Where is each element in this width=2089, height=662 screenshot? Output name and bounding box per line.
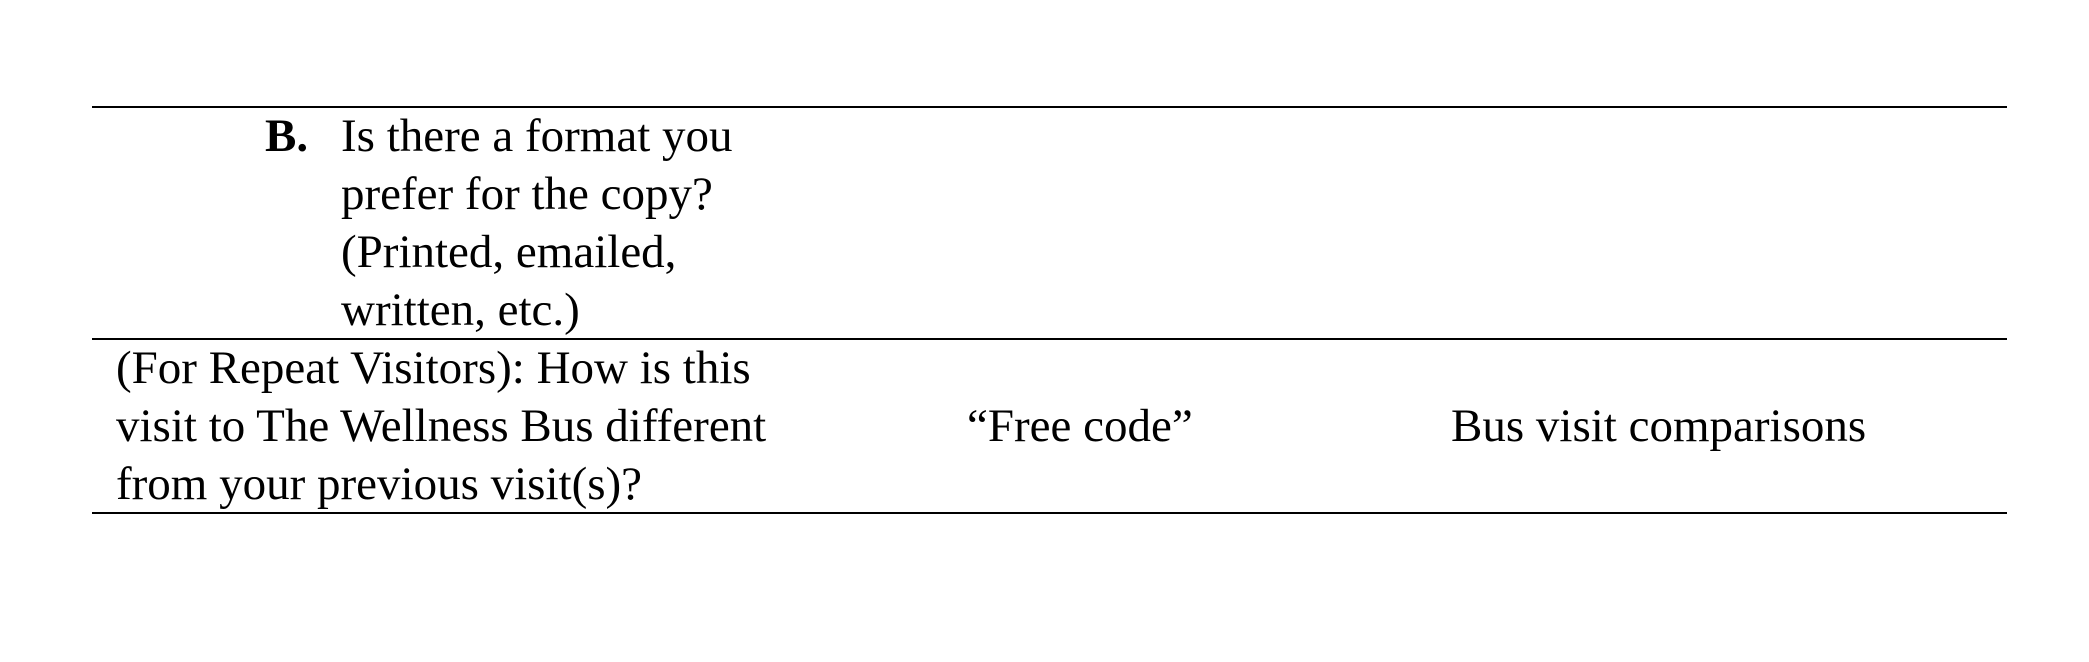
- table-bottom-rule: [92, 512, 2007, 514]
- code-cell: “Free code”: [967, 400, 1193, 452]
- question-line: prefer for the copy?: [341, 168, 713, 220]
- repeat-visitor-question: (For Repeat Visitors): How is this visit…: [116, 339, 766, 513]
- table-top-rule: [92, 106, 2007, 108]
- item-question-text: Is there a format you prefer for the cop…: [341, 107, 733, 339]
- question-line: from your previous visit(s)?: [116, 458, 643, 510]
- question-line: (For Repeat Visitors): How is this: [116, 342, 751, 394]
- question-line: visit to The Wellness Bus different: [116, 400, 767, 452]
- question-line: (Printed, emailed,: [341, 226, 677, 278]
- table-row-divider: [92, 338, 2007, 340]
- question-line: written, etc.): [341, 284, 580, 336]
- question-line: Is there a format you: [341, 110, 733, 162]
- theme-cell: Bus visit comparisons: [1451, 400, 1867, 452]
- item-letter: B.: [265, 110, 309, 162]
